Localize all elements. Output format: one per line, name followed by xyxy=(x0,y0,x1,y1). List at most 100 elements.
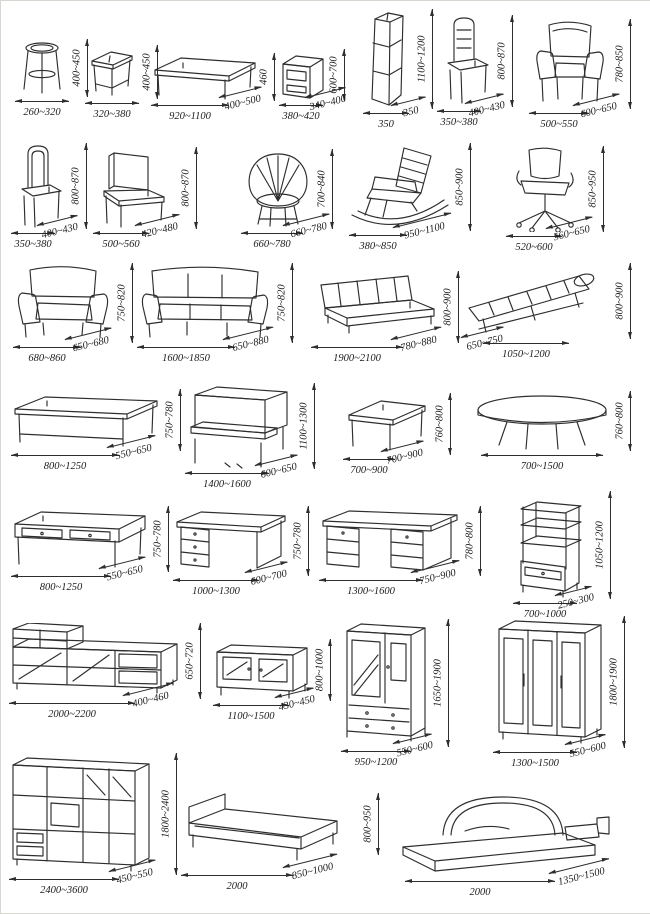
width-label: 1000~1300 xyxy=(192,586,240,597)
height-dim: 800~950 xyxy=(363,793,381,855)
bench-sofa-sketch xyxy=(320,275,435,334)
width-dim: 1300~1500 xyxy=(493,750,577,771)
width-label: 380~420 xyxy=(282,111,320,122)
height-label: 750~820 xyxy=(276,284,288,322)
depth-label: 660~780 xyxy=(289,220,329,241)
height-dim: 1100~1200 xyxy=(417,9,435,109)
single-bed-sketch xyxy=(188,793,338,861)
depth-label: 350 xyxy=(401,104,420,120)
width-dim: 2000 xyxy=(181,873,293,894)
height-label: 700~840 xyxy=(316,170,328,208)
width-label: 500~550 xyxy=(540,119,578,130)
depth-label: 400~430 xyxy=(467,99,507,120)
height-label: 750~820 xyxy=(116,284,128,322)
depth-label: 550~600 xyxy=(395,739,435,760)
width-label: 680~860 xyxy=(28,353,66,364)
height-dim: 600~700 xyxy=(329,49,347,101)
height-dim: 800~900 xyxy=(615,263,633,339)
width-dim: 700~900 xyxy=(343,457,395,478)
height-dim: 850~950 xyxy=(588,146,606,232)
height-label: 1050~1200 xyxy=(594,521,606,569)
depth-label: 430~450 xyxy=(277,693,317,714)
height-label: 400~450 xyxy=(71,49,83,87)
width-label: 1050~1200 xyxy=(502,349,550,360)
depth-label: 600~700 xyxy=(249,568,289,588)
width-label: 2400~3600 xyxy=(40,885,88,896)
height-label: 780~850 xyxy=(614,45,626,83)
width-dim: 520~600 xyxy=(506,234,562,255)
side-chair-sketch xyxy=(447,17,489,104)
height-dim: 800~1000 xyxy=(315,639,333,701)
height-label: 1650~1900 xyxy=(432,659,444,707)
width-label: 1600~1850 xyxy=(162,353,210,364)
depth-label: 250~300 xyxy=(556,592,596,612)
height-label: 1800~1900 xyxy=(608,658,620,706)
depth-label: 550~650 xyxy=(105,563,145,584)
width-dim: 1100~1500 xyxy=(213,703,289,724)
width-label: 1100~1500 xyxy=(227,711,275,722)
height-dim: 780~850 xyxy=(615,19,633,109)
width-label: 2000 xyxy=(469,887,491,898)
height-label: 850~950 xyxy=(587,170,599,208)
width-dim: 260~320 xyxy=(15,99,69,120)
width-label: 520~600 xyxy=(515,242,553,253)
height-label: 750~780 xyxy=(164,401,176,439)
two-drawer-desk-sketch xyxy=(14,511,146,568)
width-dim: 1400~1600 xyxy=(185,471,269,492)
width-label: 320~380 xyxy=(93,109,131,120)
depth-label: 550~600 xyxy=(568,740,608,761)
width-dim: 380~850 xyxy=(349,233,407,254)
mirror-wardrobe-sketch xyxy=(346,623,426,742)
width-label: 1400~1600 xyxy=(203,479,251,490)
wall-unit-sketch xyxy=(12,757,150,872)
width-dim: 1300~1600 xyxy=(319,578,423,599)
width-dim: 800~1250 xyxy=(11,453,119,474)
width-dim: 700~1500 xyxy=(481,453,603,474)
height-label: 800~900 xyxy=(442,288,454,326)
height-dim: 760~800 xyxy=(615,391,633,451)
depth-label: 400~460 xyxy=(131,690,171,710)
three-door-wardrobe-sketch xyxy=(498,620,602,744)
low-combination-cabinet-sketch xyxy=(12,623,178,694)
width-dim: 350 xyxy=(363,111,409,132)
round-stool-sketch xyxy=(23,42,61,94)
depth-label: 400~430 xyxy=(40,221,80,242)
width-label: 260~320 xyxy=(23,107,61,118)
sideboard-sketch xyxy=(216,644,308,699)
width-dim: 350~380 xyxy=(11,231,55,252)
width-label: 380~850 xyxy=(359,241,397,252)
depth-label: 600~650 xyxy=(579,100,619,121)
panel-chair-sketch xyxy=(103,152,165,228)
height-dim: 850~900 xyxy=(455,143,473,231)
height-label: 460 xyxy=(258,69,270,85)
width-label: 350~380 xyxy=(14,239,52,250)
depth-label: 550~650 xyxy=(114,442,154,463)
height-dim: 460 xyxy=(259,53,277,101)
depth-label: 700~900 xyxy=(385,447,425,467)
width-dim: 660~780 xyxy=(241,231,303,252)
width-dim: 700~1000 xyxy=(513,601,577,622)
width-dim: 1600~1850 xyxy=(137,345,235,366)
height-dim: 800~900 xyxy=(443,271,461,343)
height-dim: 800~870 xyxy=(181,147,199,229)
width-dim: 800~1250 xyxy=(11,574,111,595)
width-dim: 500~550 xyxy=(529,111,589,132)
depth-label: 400~500 xyxy=(223,93,263,113)
height-dim: 1650~1900 xyxy=(433,619,451,747)
height-label: 750~780 xyxy=(152,520,164,558)
width-label: 800~1250 xyxy=(39,582,83,593)
highback-chair-sketch xyxy=(21,145,62,228)
depth-label: 340~400 xyxy=(308,93,348,114)
depth-label: 560~650 xyxy=(552,223,592,244)
width-label: 660~780 xyxy=(253,239,291,250)
width-label: 920~1100 xyxy=(169,111,211,122)
width-dim: 1050~1200 xyxy=(483,341,569,362)
upright-piano-sketch xyxy=(190,386,288,469)
square-stool-sketch xyxy=(91,51,133,96)
height-label: 850~900 xyxy=(454,168,466,206)
height-label: 780~800 xyxy=(464,522,476,560)
width-label: 700~1000 xyxy=(523,609,567,620)
height-dim: 1800~2400 xyxy=(161,753,179,875)
width-label: 500~560 xyxy=(102,239,140,250)
